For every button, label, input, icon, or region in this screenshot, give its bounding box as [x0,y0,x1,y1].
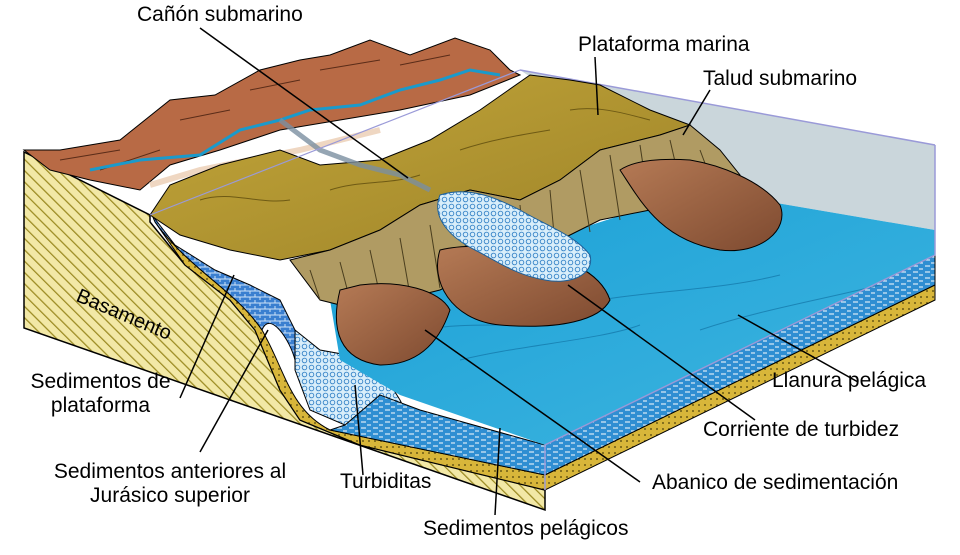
turbidity-current [437,191,592,282]
label-submarine-slope: Talud submarino [703,67,858,90]
label-pelagic-plain: Llanura pelágica [772,369,927,392]
label-older-sediments: Sedimentos anteriores al Jurásico superi… [53,460,287,507]
label-platform-sediments: Sedimentos de plataforma [30,370,171,417]
label-turbidity-current: Corriente de turbidez [703,418,900,441]
label-turbidites: Turbiditas [340,470,432,493]
sedimentation-fan-left [335,283,451,366]
sedimentation-fan-right [619,158,783,252]
label-pelagic-sediments: Sedimentos pelágicos [423,517,629,540]
label-sedimentation-fan: Abanico de sedimentación [652,471,899,494]
label-submarine-canyon: Cañón submarino [137,3,303,26]
label-marine-platform: Plataforma marina [578,33,750,56]
leader-lines [179,27,859,516]
pelagic-plain [330,190,935,445]
mountain-range [22,37,522,191]
submarine-canyon [278,118,432,193]
